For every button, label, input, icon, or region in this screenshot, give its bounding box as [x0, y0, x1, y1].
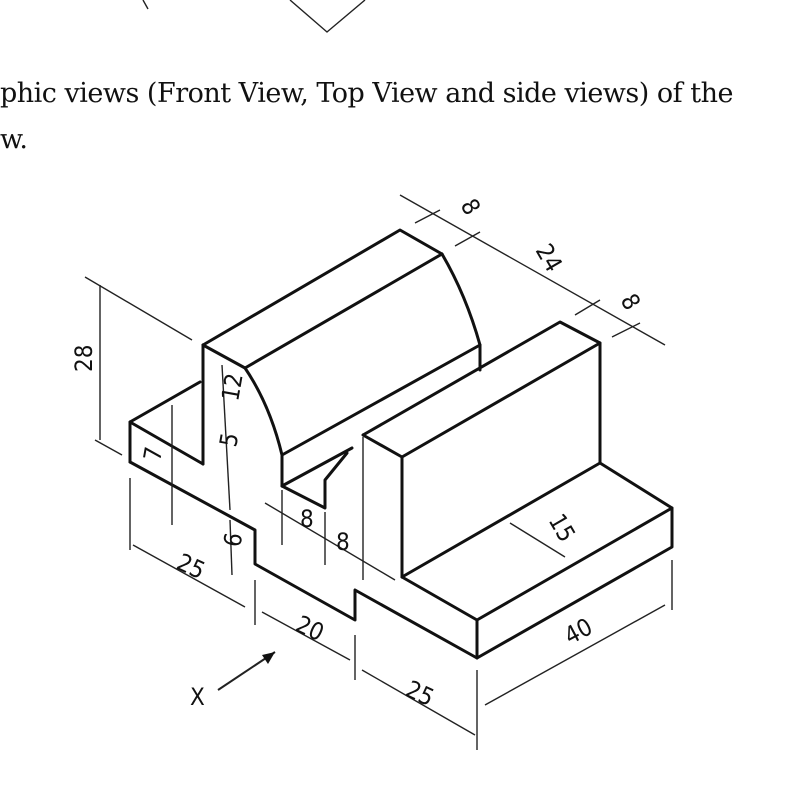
dim-25-left: 25: [172, 548, 209, 585]
dim-40: 40: [560, 613, 597, 651]
object-outline: [128, 228, 674, 660]
dim-5: 5: [214, 431, 244, 449]
dim-7: 7: [138, 445, 168, 463]
dimension-labels: 28 7 5 12 6 25 8 8 20 25 40 15 8 24 8 X: [70, 194, 646, 712]
dim-6: 6: [218, 531, 248, 549]
dim-8-slot-a: 8: [300, 505, 314, 533]
instruction-line-1: phic views (Front View, Top View and sid…: [0, 78, 733, 109]
dim-8-top-b: 8: [615, 289, 646, 315]
dim-15: 15: [543, 509, 581, 547]
dim-25-right: 25: [401, 675, 438, 712]
instruction-line-2: w.: [0, 124, 28, 155]
previous-figure-fragment: [142, 0, 366, 33]
dim-12: 12: [216, 371, 248, 403]
dim-8-top-a: 8: [455, 194, 486, 220]
dim-20: 20: [291, 610, 328, 647]
view-direction-label: X: [190, 683, 205, 711]
dim-28: 28: [70, 345, 98, 372]
dim-8-slot-b: 8: [336, 528, 350, 556]
dimension-lines: [84, 194, 673, 750]
